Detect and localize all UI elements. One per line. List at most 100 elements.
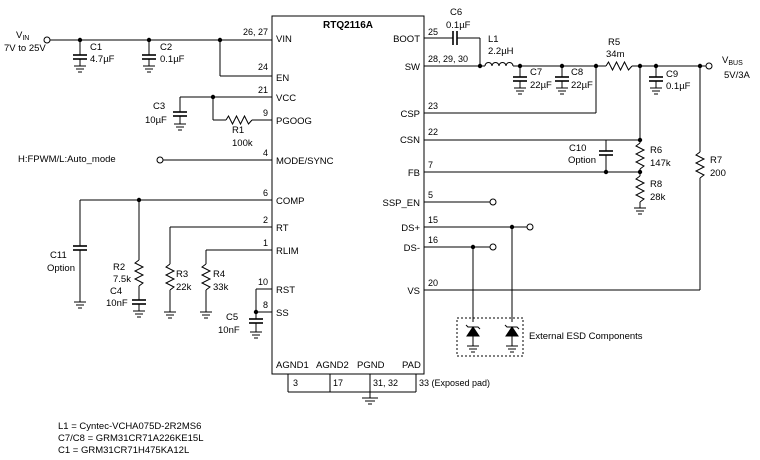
c6-name: C6 bbox=[450, 7, 462, 18]
ds-wires bbox=[424, 201, 527, 353]
c3-name: C3 bbox=[153, 101, 165, 112]
esd-group-box bbox=[456, 317, 524, 357]
pin-label-rt: RT bbox=[276, 223, 289, 234]
r7-name: R7 bbox=[710, 155, 722, 166]
pin-num-rt: 2 bbox=[263, 215, 268, 225]
pin-num-dsplus: 15 bbox=[428, 215, 438, 225]
esd-diode-2 bbox=[504, 324, 520, 337]
c8-name: C8 bbox=[571, 67, 583, 78]
capacitor-c4 bbox=[132, 299, 146, 318]
bottom-pin-labels: AGND1 AGND2 PGND PAD bbox=[276, 360, 421, 371]
resistor-r5 bbox=[605, 60, 633, 72]
pin-label-vcc: VCC bbox=[276, 93, 296, 104]
pin-label-pgoog: PGOOG bbox=[276, 116, 312, 127]
resistor-r4 bbox=[200, 263, 212, 291]
pin-num-pgoog: 9 bbox=[263, 108, 268, 118]
l1-name: L1 bbox=[488, 34, 499, 45]
right-pin-labels: BOOT SW CSP CSN FB SSP_EN DS+ DS- VS bbox=[383, 34, 421, 297]
right-pin-numbers: 25 28, 29, 30 23 22 7 5 15 16 20 bbox=[428, 27, 468, 288]
inductor-l1 bbox=[484, 62, 514, 67]
pin-num-rst: 10 bbox=[258, 277, 268, 287]
pin-num-rlim: 1 bbox=[263, 238, 268, 248]
r5-value: 34m bbox=[606, 49, 625, 60]
pin-label-vin: VIN bbox=[276, 34, 292, 45]
r5-name: R5 bbox=[608, 37, 620, 48]
vcc-wires bbox=[179, 96, 272, 121]
note-c1: C1 = GRM31CR71H475KA12L bbox=[58, 445, 189, 456]
vbus-label: VBUS bbox=[722, 55, 743, 67]
bottom-pin-boxes bbox=[287, 374, 417, 398]
capacitor-c11 bbox=[73, 245, 87, 309]
capacitor-c10 bbox=[599, 150, 613, 156]
left-pin-numbers: 26, 27 24 21 9 4 6 2 1 10 8 bbox=[243, 27, 268, 310]
pin-label-dsplus: DS+ bbox=[401, 223, 420, 234]
bottom-pin-numbers: 3 17 31, 32 33 (Exposed pad) bbox=[293, 378, 490, 388]
boot-wires bbox=[424, 37, 485, 67]
rlim-wires bbox=[200, 249, 272, 319]
pin-label-boot: BOOT bbox=[393, 34, 420, 45]
note-c7c8: C7/C8 = GRM31CR71A226KE15L bbox=[58, 433, 203, 444]
dsminus-junction bbox=[470, 244, 476, 250]
vcc-junction bbox=[210, 94, 216, 100]
csn-junction bbox=[637, 137, 643, 143]
pin-num-pad: 33 (Exposed pad) bbox=[419, 378, 490, 388]
capacitor-c3 bbox=[173, 111, 187, 131]
dsplus-junction bbox=[509, 224, 515, 230]
r4-value: 33k bbox=[213, 282, 229, 293]
r3-name: R3 bbox=[176, 269, 188, 280]
resistor-r2 bbox=[133, 259, 145, 287]
c2-value: 0.1µF bbox=[160, 54, 185, 65]
vin-range: 7V to 25V bbox=[4, 43, 46, 54]
pin-num-ss: 8 bbox=[263, 300, 268, 310]
pin-label-agnd1: AGND1 bbox=[276, 360, 309, 371]
r4-name: R4 bbox=[213, 269, 225, 280]
ss-wires bbox=[250, 288, 272, 339]
r6-value: 147k bbox=[650, 158, 671, 169]
vin-wires bbox=[50, 39, 272, 77]
c3-value: 10µF bbox=[145, 115, 167, 126]
l1-value: 2.2µH bbox=[488, 46, 514, 57]
note-l1: L1 = Cyntec-VCHA075D-2R2MS6 bbox=[58, 421, 201, 432]
out-junction-csn bbox=[637, 63, 643, 69]
pin-label-sw: SW bbox=[405, 62, 420, 73]
pin-num-sw: 28, 29, 30 bbox=[428, 54, 468, 64]
c1-name: C1 bbox=[90, 42, 102, 53]
c10-value: Option bbox=[568, 155, 596, 166]
pin-label-comp: COMP bbox=[276, 196, 305, 207]
ic-name: RTQ2116A bbox=[323, 20, 373, 31]
capacitor-c9 bbox=[649, 66, 663, 95]
c6-value: 0.1µF bbox=[446, 20, 471, 31]
pin-label-pgnd: PGND bbox=[357, 360, 385, 371]
pin-label-en: EN bbox=[276, 73, 289, 84]
pin-num-fb: 7 bbox=[428, 160, 433, 170]
c10-name: C10 bbox=[569, 143, 586, 154]
c7-name: C7 bbox=[530, 67, 542, 78]
capacitor-c1 bbox=[73, 40, 87, 73]
c1-value: 4.7µF bbox=[90, 54, 115, 65]
resistor-r7 bbox=[694, 151, 706, 179]
ss-junction bbox=[253, 309, 259, 315]
r6-name: R6 bbox=[650, 145, 662, 156]
r1-value: 100k bbox=[232, 138, 253, 149]
pin-num-agnd2: 17 bbox=[333, 378, 343, 388]
pin-num-csn: 22 bbox=[428, 127, 438, 137]
esd-label: External ESD Components bbox=[529, 331, 643, 342]
pin-num-vin: 26, 27 bbox=[243, 27, 268, 37]
pin-label-csn: CSN bbox=[400, 135, 420, 146]
r2-value: 7.5k bbox=[113, 274, 131, 285]
pin-num-sspen: 5 bbox=[428, 190, 433, 200]
pin-label-mode: MODE/SYNC bbox=[276, 156, 334, 167]
ground-symbol-main bbox=[362, 397, 378, 405]
comp-junction bbox=[136, 197, 142, 203]
c9-name: C9 bbox=[666, 69, 678, 80]
pin-num-pgnd: 31, 32 bbox=[373, 378, 398, 388]
pin-num-boot: 25 bbox=[428, 27, 438, 37]
mode-terminal bbox=[156, 156, 164, 164]
vin-terminal bbox=[43, 36, 51, 44]
pin-label-agnd2: AGND2 bbox=[316, 360, 349, 371]
resistor-r3 bbox=[164, 263, 176, 291]
out-junction-csp bbox=[593, 63, 599, 69]
pin-num-comp: 6 bbox=[263, 188, 268, 198]
c9-value: 0.1µF bbox=[666, 81, 691, 92]
